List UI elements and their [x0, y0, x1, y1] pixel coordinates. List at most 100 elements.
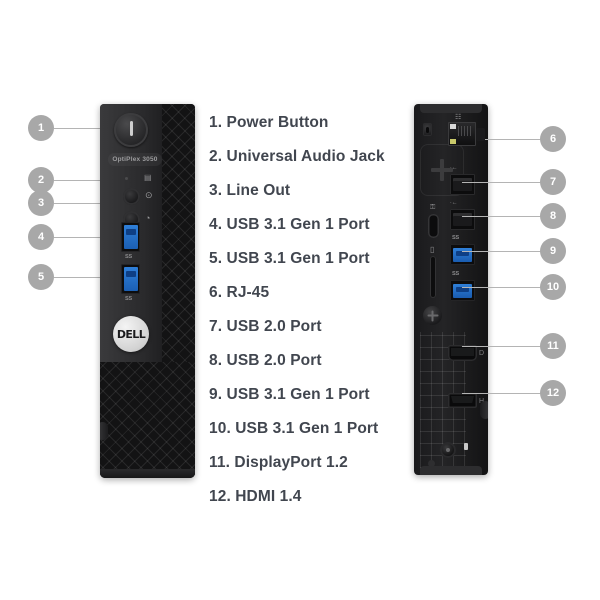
headphone-icon: ⊙	[145, 190, 153, 200]
legend-list: 1. Power Button 2. Universal Audio Jack …	[209, 106, 409, 514]
padlock-icon: ▯	[430, 245, 435, 254]
callout-9[interactable]: 9	[540, 238, 566, 264]
rear-marking	[428, 460, 435, 467]
callout-8-number: 8	[549, 209, 557, 222]
callout-5[interactable]: 5	[28, 264, 54, 290]
legend-item-6: 6. RJ-45	[209, 284, 270, 301]
legend-item-11: 11. DisplayPort 1.2	[209, 454, 348, 471]
optiplex-rear-view: ☷ ∙← ∙← SS SS ⚿ ▯ D H	[414, 104, 488, 475]
thumbscrew[interactable]	[423, 306, 442, 325]
legend-item-2: 2. Universal Audio Jack	[209, 148, 385, 165]
callout-1-number: 1	[37, 121, 45, 134]
leader-line-3	[54, 203, 121, 204]
rear-side-nub	[480, 401, 488, 419]
power-button[interactable]	[114, 113, 148, 147]
leader-line-7	[462, 182, 543, 183]
callout-12[interactable]: 12	[540, 380, 566, 406]
usb-port-insert	[453, 213, 472, 226]
callout-4-number: 4	[37, 230, 45, 243]
rj45-side-tab	[476, 128, 485, 141]
callout-2[interactable]: 2	[28, 167, 54, 193]
usb-port-insert	[123, 225, 138, 249]
dc-power-connector[interactable]	[440, 442, 456, 458]
callout-12-number: 12	[546, 386, 560, 399]
callout-6-number: 6	[549, 132, 557, 145]
leader-line-6	[485, 139, 543, 140]
legend-item-7: 7. USB 2.0 Port	[209, 318, 322, 335]
leader-line-8	[462, 216, 543, 217]
power-status-led	[464, 443, 468, 450]
diamond-mesh-pattern-lower	[100, 362, 195, 478]
leader-line-11	[462, 346, 543, 347]
rear-usb31-port-bottom[interactable]	[450, 280, 475, 301]
knockout-cross-icon	[431, 159, 453, 181]
callout-10[interactable]: 10	[540, 274, 566, 300]
legend-item-3: 3. Line Out	[209, 182, 291, 199]
callout-3[interactable]: 3	[28, 190, 54, 216]
usb2-icon-bottom: ∙←	[450, 200, 458, 206]
callout-8[interactable]: 8	[540, 203, 566, 229]
legend-item-1: 1. Power Button	[209, 114, 329, 131]
hard-drive-icon: ▤	[144, 173, 152, 182]
callout-6[interactable]: 6	[540, 126, 566, 152]
lock-icon: ⚿	[430, 204, 436, 211]
usb-port-insert	[123, 267, 138, 291]
power-icon	[129, 121, 133, 136]
legend-item-4: 4. USB 3.1 Gen 1 Port	[209, 216, 370, 233]
universal-audio-jack[interactable]	[123, 188, 140, 205]
leader-line-5	[54, 277, 118, 278]
cable-lock-slot	[428, 214, 439, 238]
activity-led	[125, 177, 128, 180]
dell-logo-text: DELL	[116, 327, 146, 341]
callout-1[interactable]: 1	[28, 115, 54, 141]
serial-port-knockout	[420, 144, 464, 196]
legend-item-8: 8. USB 2.0 Port	[209, 352, 322, 369]
rj45-pins	[458, 126, 472, 136]
rear-top-edge	[420, 104, 482, 113]
leader-line-12	[462, 393, 543, 394]
rear-superspeed-label-top: SS	[452, 235, 459, 241]
line-out-icon: ◔	[145, 213, 151, 223]
callout-7[interactable]: 7	[540, 169, 566, 195]
rear-usb31-port-top[interactable]	[450, 244, 475, 265]
front-usb31-port-top[interactable]	[121, 222, 140, 252]
rj45-ethernet-port[interactable]	[448, 122, 476, 146]
callout-5-number: 5	[37, 270, 45, 283]
legend-item-12: 12. HDMI 1.4	[209, 488, 302, 505]
front-lower-grille	[100, 362, 195, 478]
front-usb31-port-bottom[interactable]	[121, 264, 140, 294]
callout-2-number: 2	[37, 173, 45, 186]
usb-port-insert	[453, 178, 472, 191]
legend-item-9: 9. USB 3.1 Gen 1 Port	[209, 386, 370, 403]
usb-port-insert	[453, 247, 472, 262]
hdmi-insert	[451, 396, 474, 403]
callout-11-number: 11	[547, 339, 559, 352]
rear-usb20-port-bottom[interactable]	[450, 209, 475, 230]
callout-3-number: 3	[37, 196, 45, 209]
legend-item-5: 5. USB 3.1 Gen 1 Port	[209, 250, 370, 267]
leader-line-2	[54, 180, 121, 181]
rear-bottom-edge	[420, 466, 482, 475]
callout-10-number: 10	[546, 280, 560, 293]
callout-11[interactable]: 11	[540, 333, 566, 359]
network-icon: ☷	[455, 114, 462, 121]
displayport-connector[interactable]	[448, 345, 477, 361]
usb-port-insert	[453, 283, 472, 298]
callout-7-number: 7	[549, 175, 557, 188]
antenna-knockout	[423, 123, 432, 136]
leader-line-10	[462, 287, 543, 288]
rj45-link-led	[450, 124, 456, 129]
leader-line-9	[462, 251, 543, 252]
front-base-foot	[100, 469, 195, 478]
superspeed-label-top: SS	[125, 254, 132, 260]
callout-4[interactable]: 4	[28, 224, 54, 250]
displayport-icon: D	[479, 350, 485, 357]
leader-line-1	[54, 128, 117, 129]
leader-line-4	[54, 237, 118, 238]
usb2-icon-top: ∙←	[450, 165, 458, 171]
model-badge: OptiPlex 3050	[108, 153, 162, 166]
hdmi-connector[interactable]	[448, 393, 477, 408]
callout-9-number: 9	[549, 244, 557, 257]
rear-usb20-port-top[interactable]	[450, 174, 475, 195]
